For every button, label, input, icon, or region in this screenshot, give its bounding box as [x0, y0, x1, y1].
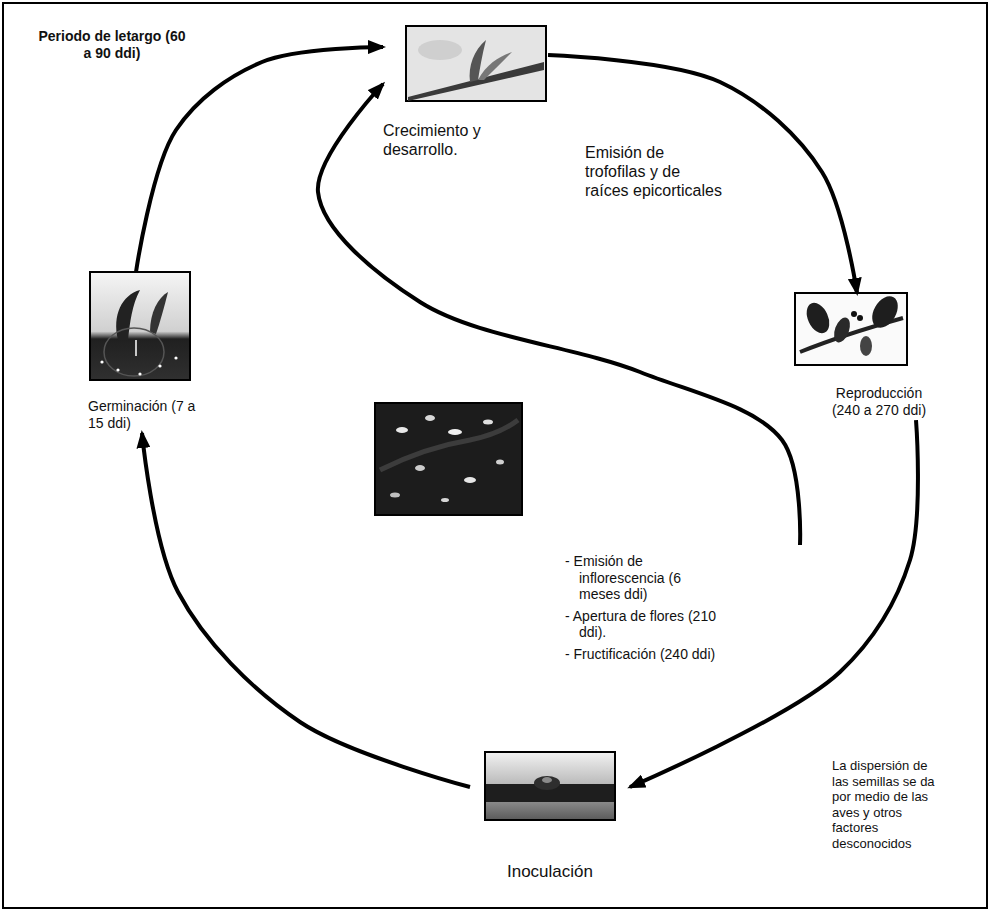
phase-item: - Apertura de flores (210 ddi).: [565, 608, 721, 641]
edge-label: Emisión de trofofilas y de raíces epicor…: [585, 143, 725, 201]
cycle-arrow: [136, 47, 383, 272]
stage-caption: Reproducción (240 a 270 ddi): [827, 385, 931, 418]
cycle-arrow: [630, 420, 918, 787]
germination-photo: [90, 272, 190, 380]
edge-label: La dispersión de las semillas se da por …: [832, 758, 944, 852]
stage-caption: Inoculación: [475, 862, 625, 882]
growth-photo: [406, 26, 546, 101]
germination-stage: Germinación (7 a 15 ddi): [88, 272, 208, 433]
phase-item: - Emisión de inflorescencia (6 meses ddi…: [565, 553, 721, 603]
phase-item: - Fructificación (240 ddi): [565, 646, 721, 663]
growth-stage: Crecimiento y desarrollo.: [383, 26, 548, 162]
cycle-arrow: [318, 84, 800, 545]
flowering-stage: - Emisión de inflorescencia (6 meses ddi…: [375, 403, 800, 669]
stage-caption: Germinación (7 a 15 ddi): [88, 398, 206, 431]
cycle-arrow: [142, 433, 470, 787]
inoculation-photo: [485, 752, 615, 820]
outer-frame: [3, 3, 987, 908]
reproduction-photo: [795, 292, 907, 365]
reproduction-stage: Reproducción (240 a 270 ddi): [805, 293, 953, 420]
inoculation-stage: Inoculación: [470, 752, 630, 884]
cycle-arrow: [548, 55, 857, 293]
stage-caption: Crecimiento y desarrollo.: [383, 122, 513, 160]
edge-label: Periodo de letargo (60 a 90 ddi): [38, 28, 186, 62]
flowering-photo: [375, 403, 522, 515]
